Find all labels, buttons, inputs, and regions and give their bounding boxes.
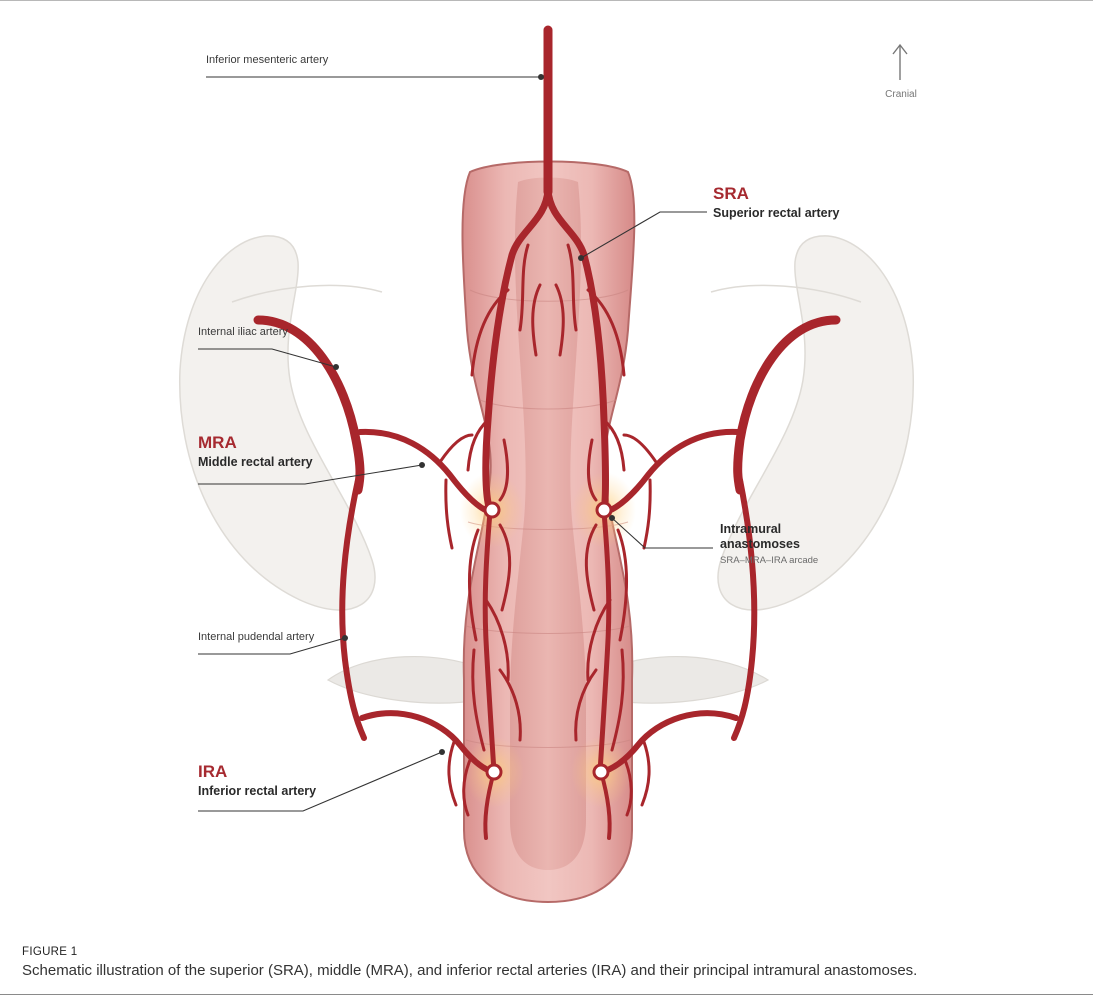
- right-mra: [603, 428, 741, 515]
- figure-caption: Schematic illustration of the superior (…: [22, 962, 918, 979]
- label-cranial: Cranial: [885, 89, 917, 100]
- sra-left-branch: [482, 186, 552, 514]
- left-mra: [357, 428, 493, 515]
- leader-ipa: [198, 637, 346, 655]
- left-internal-iliac: [253, 315, 365, 495]
- left-iliac-wing: [178, 235, 376, 611]
- sra-right-branch: [544, 186, 609, 514]
- label-mra-abbr: MRA: [198, 433, 237, 452]
- label-ima: Inferior mesenteric artery: [206, 54, 329, 66]
- right-pelvic-arc: [710, 284, 862, 303]
- arteries: [253, 25, 841, 840]
- label-sra-abbr: SRA: [713, 184, 749, 203]
- leader-ira: [198, 751, 443, 812]
- left-internal-pudendal: [339, 477, 367, 741]
- arrow-up-icon: [892, 43, 908, 80]
- leader-mra: [198, 464, 423, 485]
- label-iia: Internal iliac artery: [198, 326, 288, 338]
- leader-sra: [580, 211, 707, 259]
- leader-lines: [198, 74, 713, 812]
- right-ira: [598, 710, 739, 775]
- label-ira-full: Inferior rectal artery: [198, 784, 316, 798]
- right-internal-pudendal: [731, 477, 758, 741]
- label-mra-full: Middle rectal artery: [198, 455, 313, 469]
- bottom-rule: [0, 994, 1093, 995]
- rectal-arteries-diagram: Inferior mesenteric artery Cranial SRA S…: [178, 25, 917, 904]
- left-pelvic-arc: [231, 284, 383, 303]
- top-rule: [0, 0, 1093, 1]
- label-sra-full: Superior rectal artery: [713, 206, 839, 220]
- right-internal-iliac: [733, 315, 841, 495]
- label-intramural-2: anastomoses: [720, 537, 800, 551]
- leader-intramural: [611, 517, 713, 549]
- label-ira-abbr: IRA: [198, 762, 227, 781]
- left-ira: [359, 710, 497, 775]
- right-iliac-wing: [717, 235, 915, 611]
- anastomosis-markers: [483, 501, 613, 781]
- rectum: [461, 160, 636, 904]
- label-ipa: Internal pudendal artery: [198, 631, 315, 643]
- figure-number: FIGURE 1: [22, 946, 78, 958]
- label-intramural-sub: SRA–MRA–IRA arcade: [720, 555, 818, 566]
- rectum-lumen: [510, 177, 586, 870]
- label-intramural-1: Intramural: [720, 522, 781, 536]
- pelvis-background: [178, 235, 915, 704]
- leader-iia: [198, 348, 337, 368]
